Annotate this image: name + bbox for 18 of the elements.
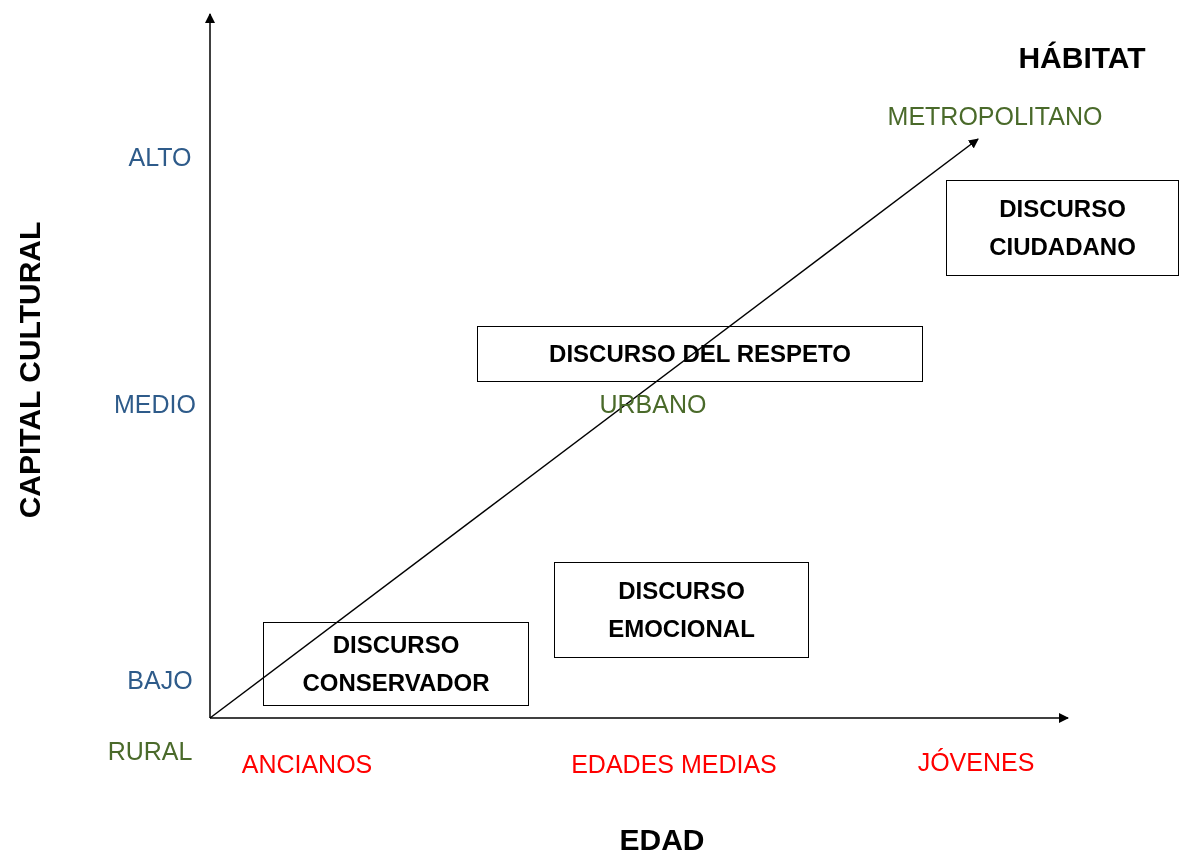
box-text: DISCURSO CONSERVADOR [301, 630, 491, 698]
box-text: DISCURSO CIUDADANO [988, 194, 1137, 262]
discourse-box [263, 622, 529, 706]
habitat-label: RURAL [107, 736, 193, 766]
discourse-box [946, 180, 1179, 276]
tick-label: BAJO [127, 665, 193, 695]
axis-title: CAPITAL CULTURAL [13, 221, 47, 519]
axis-title: HÁBITAT [1018, 41, 1146, 75]
tick-label: EDADES MEDIAS [571, 749, 777, 779]
tick-label: MEDIO [114, 389, 196, 419]
box-text: DISCURSO EMOCIONAL [607, 576, 756, 644]
habitat-label: METROPOLITANO [887, 101, 1103, 131]
tick-label: ANCIANOS [241, 749, 373, 779]
discourse-box [554, 562, 809, 658]
tick-label: ALTO [128, 142, 192, 172]
tick-label: JÓVENES [917, 747, 1035, 777]
discourse-box [477, 326, 923, 382]
axis-title: EDAD [619, 823, 705, 855]
